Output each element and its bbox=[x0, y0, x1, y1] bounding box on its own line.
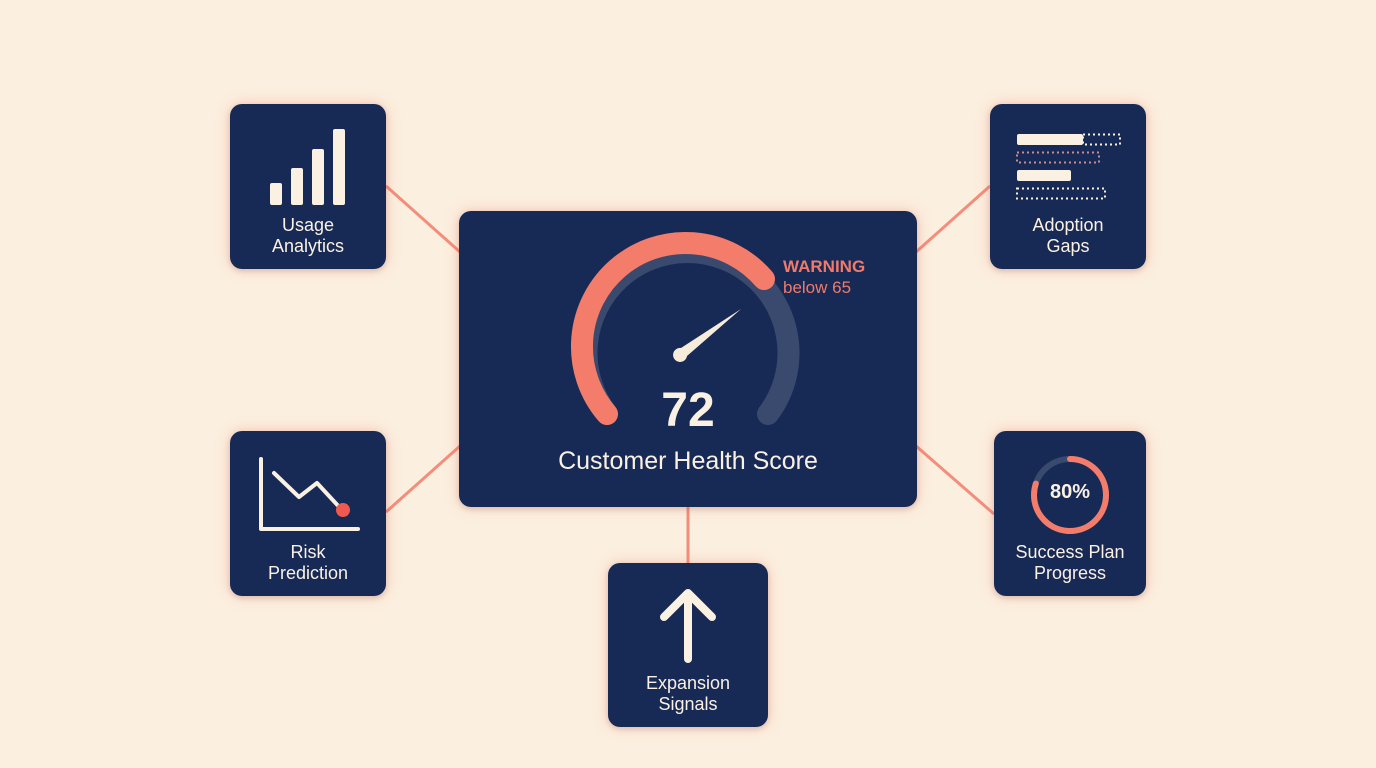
node-expansion-signals[interactable]: Expansion Signals bbox=[608, 563, 768, 727]
warning-note: WARNING below 65 bbox=[783, 256, 865, 298]
node-label: Usage Analytics bbox=[271, 215, 345, 256]
node-risk-prediction[interactable]: Risk Prediction bbox=[230, 431, 386, 596]
warning-detail: below 65 bbox=[783, 278, 852, 297]
node-label: Adoption Gaps bbox=[1032, 215, 1104, 256]
progress-value: 80% bbox=[1049, 481, 1091, 503]
progress-bars-icon bbox=[1016, 133, 1121, 200]
customer-health-score-card: WARNING below 65 72 Customer Health Scor… bbox=[459, 211, 917, 507]
gauge-icon bbox=[570, 232, 800, 425]
node-label: Risk Prediction bbox=[267, 542, 349, 583]
card-title: Customer Health Score bbox=[558, 447, 818, 475]
bar-chart-icon bbox=[270, 129, 345, 205]
score-value: 72 bbox=[661, 384, 715, 437]
node-label: Success Plan Progress bbox=[1015, 542, 1125, 583]
node-adoption-gaps[interactable]: Adoption Gaps bbox=[990, 104, 1146, 269]
progress-ring-icon bbox=[1031, 456, 1109, 534]
declining-line-chart-icon bbox=[259, 457, 360, 531]
node-usage-analytics[interactable]: Usage Analytics bbox=[230, 104, 386, 269]
warning-label: WARNING bbox=[783, 257, 866, 276]
up-arrow-icon bbox=[660, 589, 716, 663]
node-success-plan-progress[interactable]: 80% Success Plan Progress bbox=[994, 431, 1146, 596]
node-label: Expansion Signals bbox=[645, 673, 731, 714]
